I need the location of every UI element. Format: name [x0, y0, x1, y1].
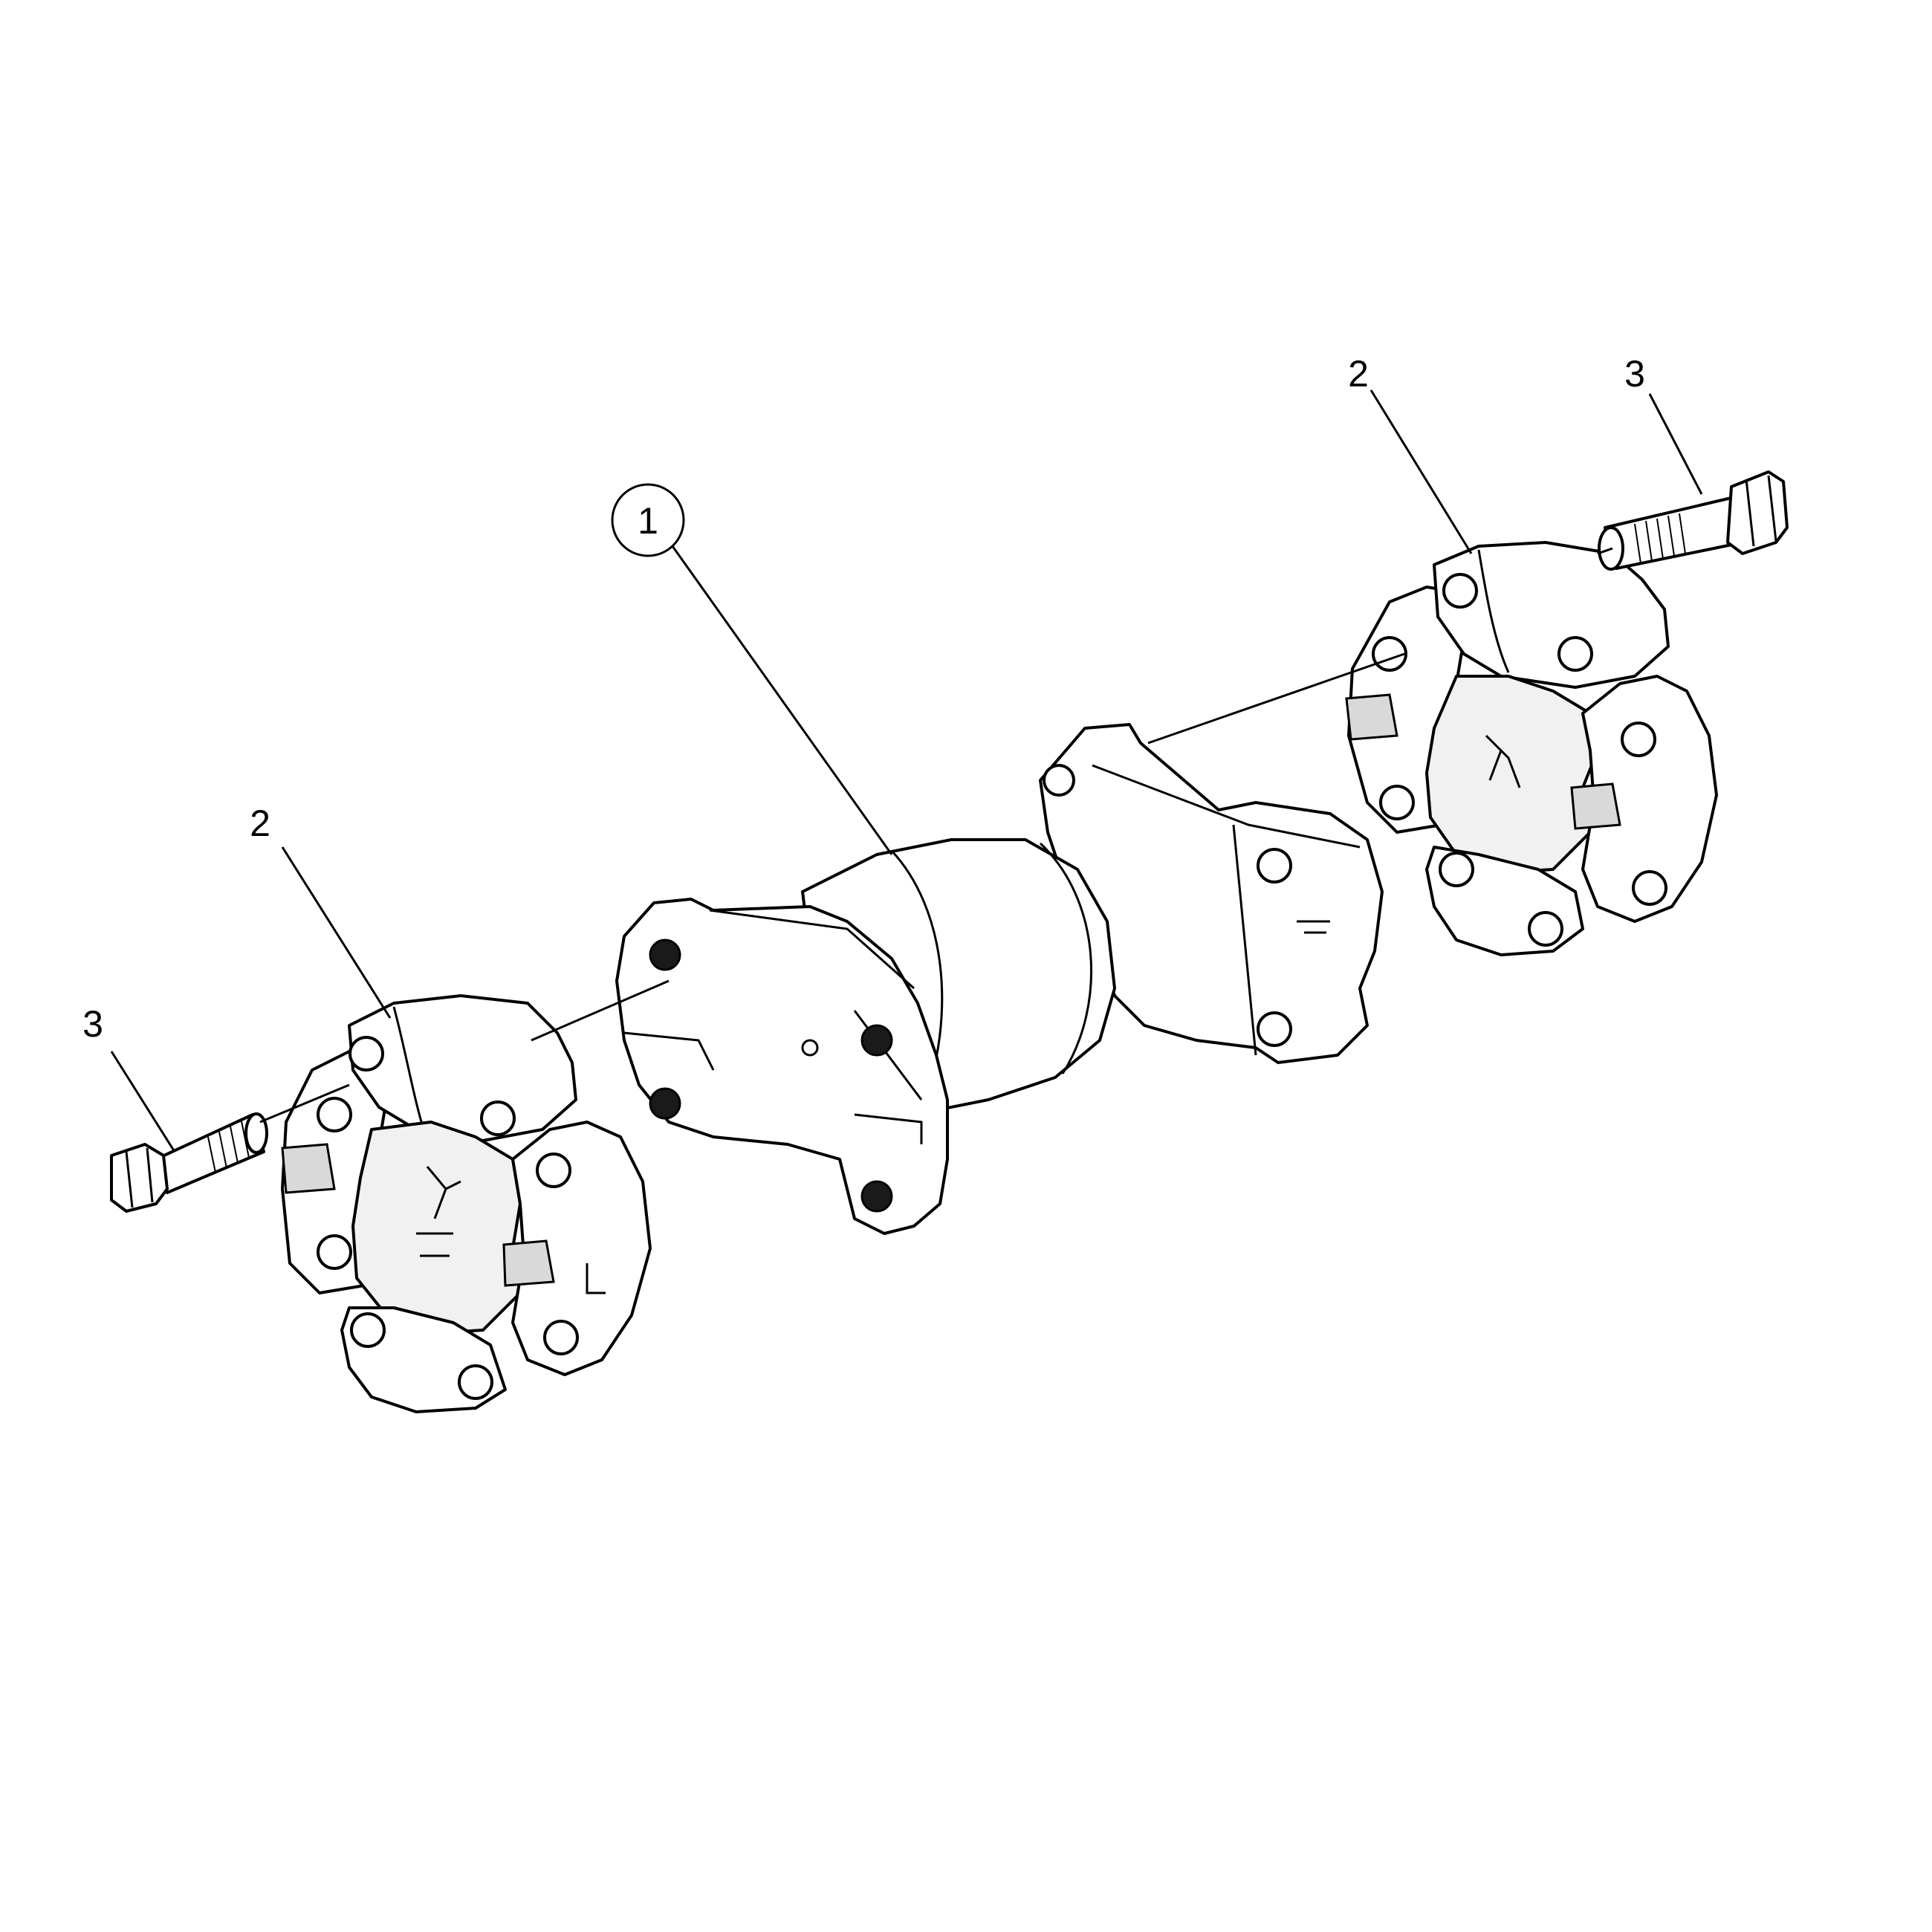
bolt-right-head	[1726, 470, 1789, 555]
callout-3-left: 3	[82, 1003, 103, 1045]
ujoint-left-cap-top	[348, 994, 577, 1142]
callout-2-left: 2	[250, 803, 270, 844]
bolt-right-shank	[1604, 496, 1744, 570]
ujoint-left-cross-body	[351, 1121, 522, 1335]
bolt-right[interactable]	[1598, 470, 1789, 571]
bolt-right-thread	[1634, 513, 1686, 564]
bolt-left-head	[110, 1143, 169, 1213]
callout-1: 1	[611, 483, 685, 557]
svg-text:3: 3	[82, 1003, 103, 1045]
svg-text:3: 3	[1624, 353, 1645, 395]
drive-shaft-part[interactable]	[615, 723, 1384, 1235]
svg-text:2: 2	[1348, 353, 1369, 395]
callout-2-right: 2	[1348, 353, 1369, 395]
universal-joint-cross-left[interactable]	[281, 994, 652, 1413]
universal-joint-cross-right[interactable]	[1345, 541, 1718, 956]
ujoint-right-cap-top	[1433, 541, 1670, 689]
svg-text:2: 2	[250, 803, 270, 844]
alignment-lines	[259, 547, 1613, 1124]
bolt-left-thread	[207, 1121, 250, 1173]
callout-leaders	[110, 389, 1703, 1153]
callout-3-right: 3	[1624, 353, 1645, 395]
ujoint-right-cross-body	[1425, 675, 1599, 875]
svg-text:1: 1	[638, 500, 658, 542]
bolt-left[interactable]	[110, 1112, 268, 1213]
